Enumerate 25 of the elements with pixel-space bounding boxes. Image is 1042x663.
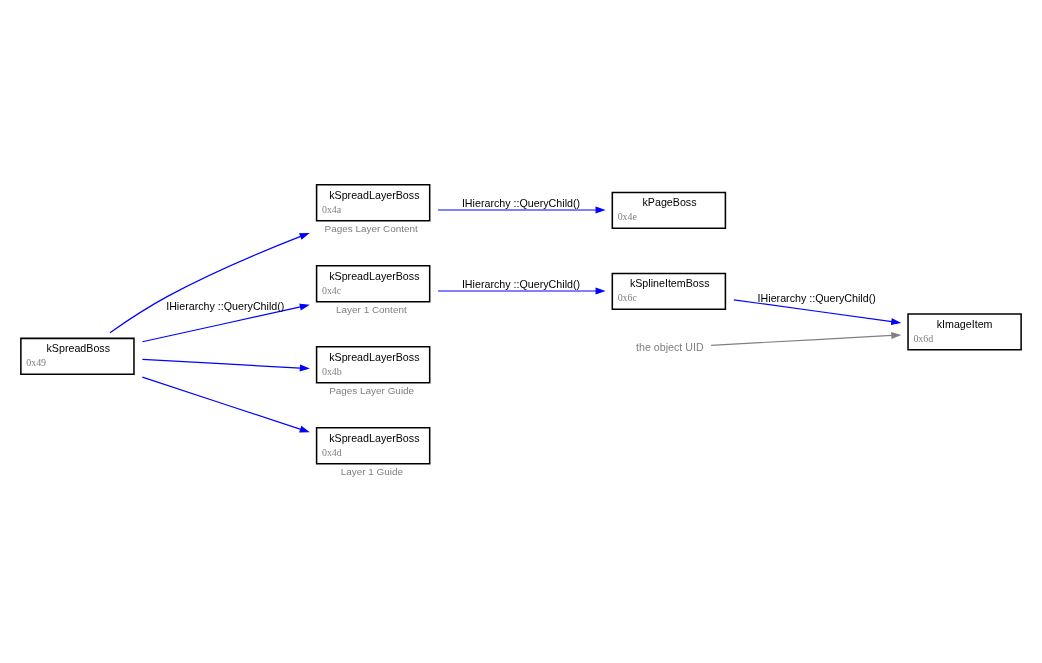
arrow bbox=[710, 331, 902, 346]
node-box: kSpreadLayerBoss 0x4a bbox=[315, 184, 431, 222]
arrow bbox=[437, 206, 606, 214]
arrow bbox=[733, 299, 902, 326]
node-label: Pages Layer Content bbox=[324, 223, 418, 235]
node-box: kSpreadLayerBoss 0x4c bbox=[315, 265, 431, 303]
edge-label: IHierarchy ::QueryChild() bbox=[461, 278, 581, 291]
arrow bbox=[109, 232, 310, 334]
edge-label: IHierarchy ::QueryChild() bbox=[461, 197, 581, 210]
node-box: kSpreadLayerBoss 0x4b bbox=[315, 346, 431, 384]
node-box: kImageItem 0x6d bbox=[907, 313, 1022, 351]
arrow bbox=[437, 287, 606, 295]
node-label: Layer 1 Content bbox=[336, 304, 407, 316]
node-box: kSpreadBoss 0x49 bbox=[20, 337, 135, 376]
arrow bbox=[141, 303, 310, 343]
edge-label: IHierarchy ::QueryChild() bbox=[166, 299, 285, 312]
arrow bbox=[141, 376, 310, 433]
edge-label: IHierarchy ::QueryChild() bbox=[757, 291, 876, 304]
node-box: kSpreadLayerBoss 0x4d bbox=[315, 427, 431, 465]
node-box: kPageBoss 0x4e bbox=[611, 191, 727, 230]
node-label: Pages Layer Guide bbox=[329, 385, 415, 397]
node-text: the object UID bbox=[636, 340, 704, 353]
node-box: kSplineItemBoss 0x6c bbox=[611, 272, 727, 311]
arrow bbox=[141, 358, 310, 372]
node-label: Layer 1 Guide bbox=[340, 466, 403, 478]
